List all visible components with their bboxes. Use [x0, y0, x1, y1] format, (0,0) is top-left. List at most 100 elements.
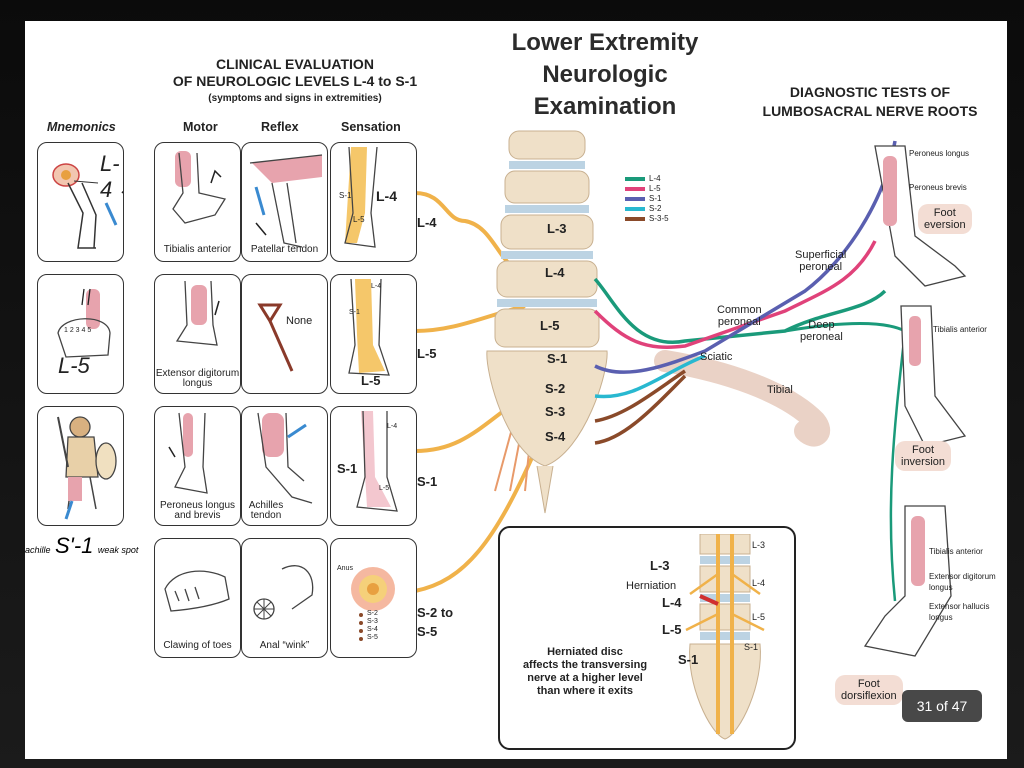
title-line-3: Examination — [533, 93, 677, 120]
muscle-tibialis-anterior-mid: Tibialis anterior — [933, 325, 987, 334]
muscle-bottom-1: Tibialis anterior — [929, 547, 983, 556]
toe-extension-illustration — [175, 280, 220, 346]
label-tibial: Tibial — [767, 384, 793, 396]
left-heading-line-1: CLINICAL EVALUATION — [216, 56, 374, 72]
reflex-card-none: None — [241, 274, 328, 394]
sensation-l4-leg — [344, 146, 378, 248]
legend-swatch-s2 — [625, 206, 645, 211]
inset-level-l3: L-3 — [650, 558, 670, 573]
motor-card-clawing: Clawing of toes — [154, 538, 241, 658]
reflex-label-none: None — [286, 315, 313, 327]
patellar-reflex-illustration — [249, 154, 323, 248]
sensation-r2-l5: L-5 — [361, 373, 381, 388]
sensation-r4-s3: S-3 — [367, 618, 378, 625]
sensation-card-l5: S-1 L-4 L-5 — [330, 274, 417, 394]
motor-label-tibialis-anterior: Tibialis anterior — [163, 244, 232, 255]
mnemonic-s1-right: weak spot — [97, 545, 139, 555]
herniation-inset: L-3 Herniation L-4 L-5 S-1 L-3 L-4 L-5 S… — [498, 526, 796, 750]
reflex-card-patellar: Patellar tendon — [241, 142, 328, 262]
label-common-peroneal-2: peroneal — [717, 316, 761, 328]
label-foot-dorsiflexion: Foot dorsiflexion — [835, 675, 903, 705]
legend-label-l5: L-5 — [649, 184, 661, 193]
label-foot-eversion-1: Foot — [933, 207, 956, 219]
label-superficial-peroneal-2: peroneal — [799, 261, 843, 273]
label-deep-peroneal-1: Deep — [808, 319, 835, 331]
reflex-hammer-icon — [257, 303, 294, 372]
sensation-r3-l5: L-5 — [379, 485, 390, 492]
row-level-l4: L-4 — [417, 215, 437, 230]
row-level-s1: S-1 — [417, 474, 438, 489]
label-foot-inversion-2: inversion — [901, 456, 946, 468]
inset-level-l4: L-4 — [662, 595, 682, 610]
legend-swatch-s1 — [625, 196, 645, 201]
right-heading-line-1: DIAGNOSTIC TESTS OF — [789, 84, 951, 100]
l5-pathway — [593, 240, 877, 349]
sensation-r4-s4: S-4 — [367, 626, 378, 633]
nerve-pathways — [593, 140, 907, 602]
reflex-label-patellar: Patellar tendon — [250, 244, 319, 255]
motor-card-extensor-digitorum: Extensor digitorum longus — [154, 274, 241, 394]
knee-hammer-illustration — [52, 163, 123, 249]
inset-caption-4: than where it exits — [537, 685, 633, 697]
inset-caption: Herniated disc affects the transversing … — [510, 646, 660, 698]
legend-label-s3-5: S-3-5 — [649, 214, 669, 223]
inset-right-l5: L-5 — [752, 612, 766, 622]
spine-level-s1: S-1 — [547, 351, 568, 366]
spine-level-s3: S-3 — [545, 404, 566, 419]
clawed-toes-illustration — [164, 570, 230, 612]
sensation-r1-l5: L-5 — [353, 215, 365, 224]
legend-item-s2: S-2 — [625, 204, 661, 213]
inset-caption-2: affects the transversing — [522, 659, 648, 671]
sensation-r4-s5: S-5 — [367, 634, 378, 641]
label-sciatic: Sciatic — [700, 351, 733, 363]
sensation-l5-leg — [348, 278, 390, 376]
mnemonic-card-l4: L-4 — [37, 142, 124, 262]
left-heading-subtitle: (symptoms and signs in extremities) — [208, 93, 382, 104]
muscle-bottom-4: Extensor hallucis — [929, 602, 990, 611]
toes-illustration — [57, 288, 111, 358]
lumbosacral-spine-illustration — [486, 130, 608, 514]
herniation-spine-illustration — [685, 534, 765, 740]
reflex-card-achilles: Achilles tendon — [241, 406, 328, 526]
sensation-r1-s1: S-1 — [339, 191, 352, 200]
left-heading: CLINICAL EVALUATION OF NEUROLOGIC LEVELS… — [145, 56, 445, 107]
mnemonic-card-s1 — [37, 406, 124, 526]
spine-level-l5: L-5 — [540, 318, 560, 333]
mnemonic-l5-toes: 1 2 3 4 5 — [64, 327, 92, 334]
inset-right-s1: S-1 — [744, 642, 759, 652]
row-level-s5: S-5 — [417, 624, 438, 639]
spine-level-l3: L-3 — [547, 221, 567, 236]
sensation-s1-leg — [356, 410, 398, 512]
sensation-r3-l4: L-4 — [387, 423, 398, 430]
inset-caption-1: Herniated disc — [547, 646, 623, 658]
achilles-warrior-illustration — [57, 416, 117, 520]
legend-swatch-l5 — [625, 186, 645, 191]
motor-label-peroneus: Peroneus longus and brevis — [159, 500, 236, 521]
foot-dorsiflexion-illustration — [172, 151, 227, 224]
label-common-peroneal-1: Common — [717, 304, 762, 316]
title-line-1: Lower Extremity — [511, 29, 699, 56]
s4-pathway — [594, 374, 687, 445]
legend-item-l5: L-5 — [625, 184, 661, 193]
anal-wink-illustration — [253, 565, 314, 620]
legend-swatch-l4 — [625, 176, 645, 181]
motor-card-tibialis-anterior: Tibialis anterior — [154, 142, 241, 262]
legend-item-s1: S-1 — [625, 194, 662, 203]
inset-herniation-label: Herniation — [626, 580, 677, 592]
label-deep-peroneal-2: peroneal — [800, 331, 843, 343]
deep-peroneal-distal — [889, 330, 907, 602]
s2-pathway — [594, 354, 706, 399]
sensation-r2-l4: L-4 — [371, 283, 382, 290]
label-foot-eversion-2: eversion — [924, 219, 966, 231]
mnemonic-s1-caption: achille S'-1 weak spot — [25, 533, 138, 559]
right-heading: DIAGNOSTIC TESTS OF LUMBOSACRAL NERVE RO… — [745, 83, 995, 121]
mnemonic-card-l5: 1 2 3 4 5 L-5 — [37, 274, 124, 394]
mnemonic-s1-left: achille — [25, 545, 51, 555]
muscle-peroneus-brevis: Peroneus brevis — [909, 183, 967, 192]
label-foot-inversion-1: Foot — [912, 444, 935, 456]
legend-label-s1: S-1 — [649, 194, 662, 203]
page-counter: 31 of 47 — [902, 690, 982, 722]
sensation-anus-label: Anus — [337, 565, 353, 572]
legend-item-l4: L-4 — [625, 174, 661, 183]
